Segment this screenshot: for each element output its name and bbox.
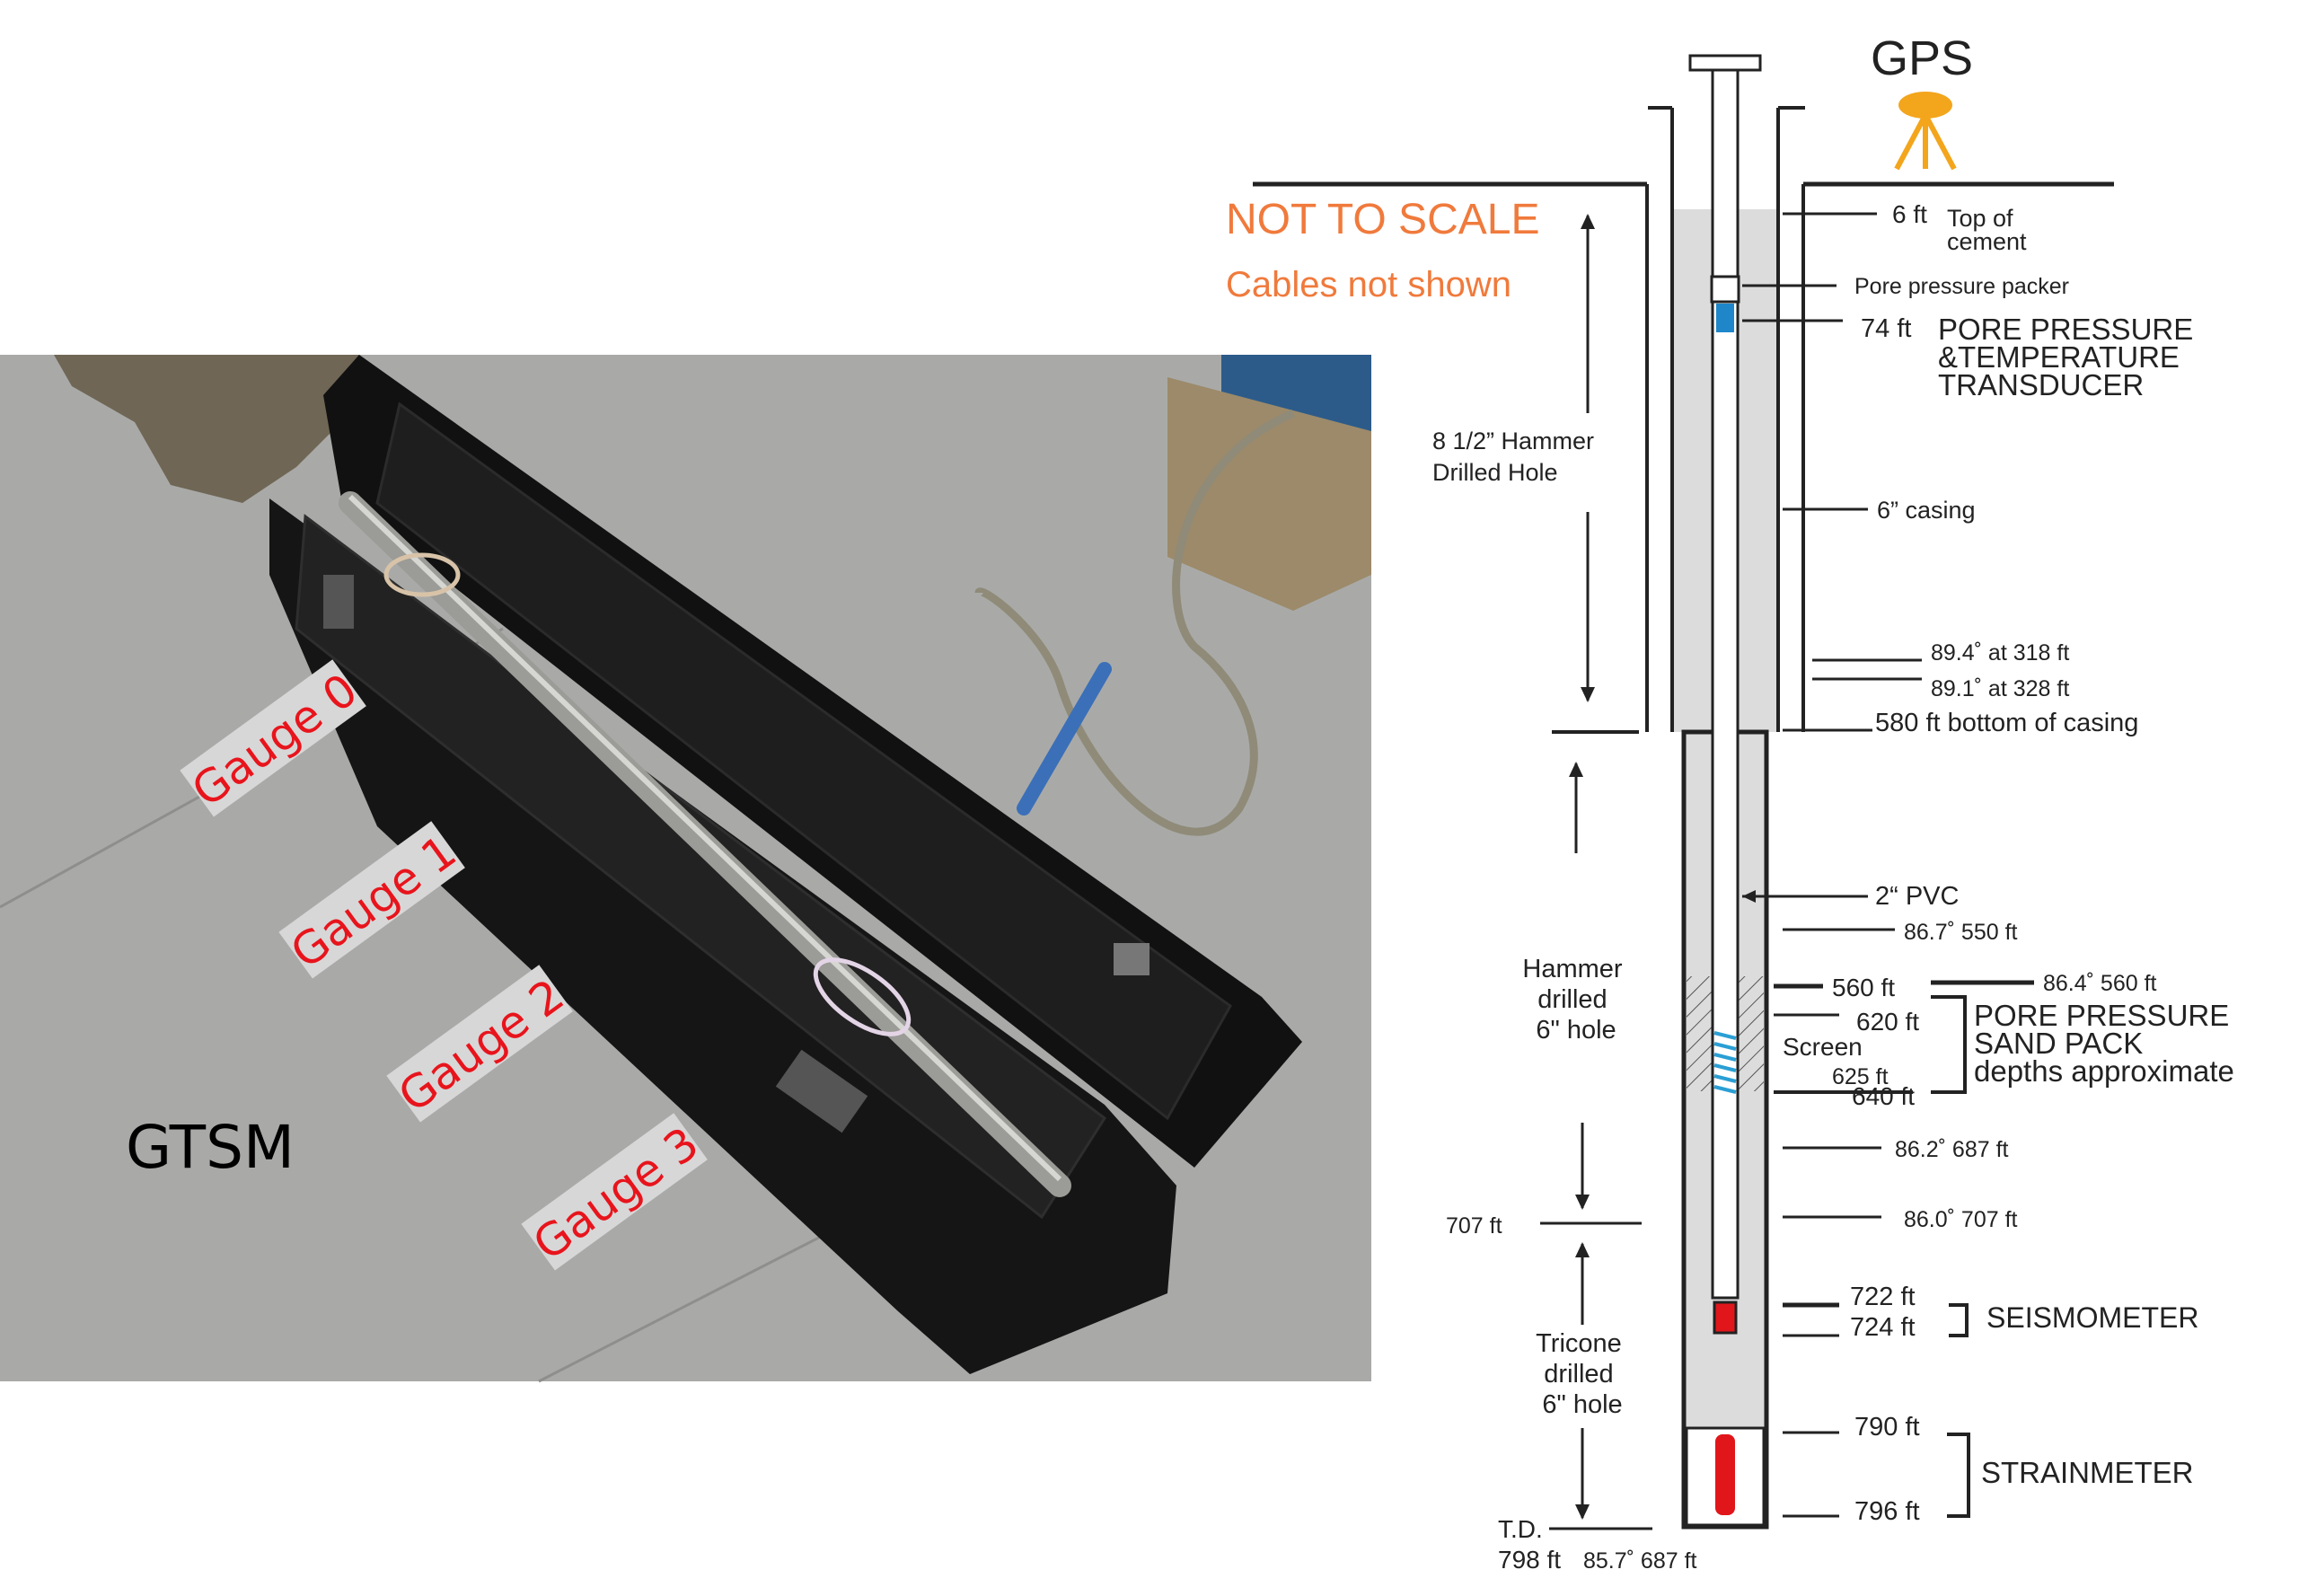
depth-625: 625 ft bbox=[1832, 1064, 1889, 1089]
pore-pressure-packer bbox=[1710, 275, 1740, 304]
transducer-depth: 74 ft bbox=[1861, 314, 1911, 343]
sand-pack-bracket bbox=[1931, 995, 1967, 1094]
arrow-head bbox=[1575, 1195, 1590, 1210]
pvc-cap bbox=[1688, 54, 1762, 72]
person-leg bbox=[54, 355, 359, 503]
screen-label: Screen bbox=[1783, 1033, 1863, 1061]
strainmeter-label: STRAINMETER bbox=[1981, 1456, 2194, 1489]
gauge-label-background bbox=[521, 1113, 708, 1271]
lid-foam bbox=[375, 401, 1232, 1121]
case-latch bbox=[323, 575, 354, 629]
gps-label: GPS bbox=[1871, 31, 1973, 85]
arrow-head bbox=[1581, 687, 1595, 702]
td-angle: 85.7˚ 687 ft bbox=[1583, 1548, 1697, 1574]
hammer-6in-label: Hammer drilled 6" hole bbox=[1522, 955, 1629, 1045]
strainmeter-bracket bbox=[1947, 1433, 1970, 1518]
depth-640: 640 ft bbox=[1852, 1082, 1915, 1110]
depth-707-left: 707 ft bbox=[1446, 1213, 1502, 1239]
casing-label: 6” casing bbox=[1877, 497, 1976, 524]
gauge-label-background bbox=[278, 821, 465, 979]
gps-leg bbox=[1894, 113, 1928, 171]
strainmeter-icon bbox=[1715, 1434, 1735, 1515]
seismometer-bracket bbox=[1949, 1303, 1969, 1337]
angle-707: 86.0˚ 707 ft bbox=[1904, 1207, 2018, 1232]
angle-560: 86.4˚ 560 ft bbox=[2043, 971, 2157, 996]
borehole-diagram: GPS NOT TO SCALE Cables not shown 8 1/2”… bbox=[1226, 31, 2237, 1574]
gps-icon bbox=[1898, 92, 1952, 119]
depth-724: 724 ft bbox=[1850, 1313, 1916, 1342]
gauge-label-background bbox=[180, 659, 366, 817]
arrow-head bbox=[1575, 1504, 1590, 1520]
top-cement-label: Top of cement bbox=[1947, 205, 2027, 255]
depth-790: 790 ft bbox=[1854, 1413, 1920, 1442]
gtsm-label: GTSM bbox=[126, 1113, 295, 1182]
rope bbox=[383, 552, 461, 597]
seismometer-icon bbox=[1713, 1301, 1738, 1335]
sand-pack-label: PORE PRESSURE SAND PACK depths approxima… bbox=[1974, 999, 2237, 1088]
depth-796: 796 ft bbox=[1854, 1497, 1920, 1526]
wood-pallet bbox=[1167, 377, 1371, 611]
angle-687: 86.2˚ 687 ft bbox=[1895, 1137, 2009, 1162]
hammer-hole-label: 8 1/2” Hammer Drilled Hole bbox=[1432, 428, 1601, 486]
depth-722: 722 ft bbox=[1850, 1283, 1916, 1311]
arrow-head bbox=[1581, 214, 1595, 229]
gps-leg bbox=[1923, 113, 1957, 171]
rope bbox=[813, 957, 912, 1036]
bottom-casing-label: 580 ft bottom of casing bbox=[1875, 709, 2138, 737]
depth-560: 560 ft bbox=[1832, 974, 1895, 1001]
pvc-label: 2“ PVC bbox=[1875, 882, 1959, 911]
pore-packer-label: Pore pressure packer bbox=[1854, 274, 2069, 299]
pvc-pipe bbox=[1711, 61, 1740, 1300]
gauge-label-background bbox=[386, 965, 573, 1123]
arrow-head bbox=[1575, 1242, 1590, 1257]
top-cement-depth: 6 ft bbox=[1892, 200, 1927, 228]
case-handle bbox=[775, 1049, 868, 1133]
transducer bbox=[1716, 304, 1734, 332]
transducer-label: PORE PRESSURE &TEMPERATURE TRANSDUCER bbox=[1938, 313, 2201, 401]
arrow-head bbox=[1569, 762, 1583, 777]
case-latch bbox=[1114, 943, 1150, 975]
tricone-label: Tricone drilled 6" hole bbox=[1536, 1329, 1629, 1419]
hose-connector bbox=[1017, 662, 1112, 816]
angle-550: 86.7˚ 550 ft bbox=[1904, 920, 2018, 945]
hose bbox=[974, 409, 1295, 836]
arrow-head bbox=[1742, 890, 1756, 903]
seismometer-label: SEISMOMETER bbox=[1986, 1301, 2198, 1334]
instrument-highlight bbox=[348, 494, 1062, 1182]
td-label: T.D. 798 ft bbox=[1498, 1515, 1561, 1574]
angle-328: 89.1˚ at 328 ft bbox=[1931, 676, 2069, 701]
gtsm-instrument bbox=[339, 491, 1071, 1197]
depth-620: 620 ft bbox=[1856, 1008, 1919, 1036]
cables-not-shown: Cables not shown bbox=[1226, 265, 1511, 304]
angle-318: 89.4˚ at 318 ft bbox=[1931, 640, 2069, 666]
not-to-scale: NOT TO SCALE bbox=[1226, 196, 1539, 243]
screen bbox=[1713, 1031, 1737, 1094]
